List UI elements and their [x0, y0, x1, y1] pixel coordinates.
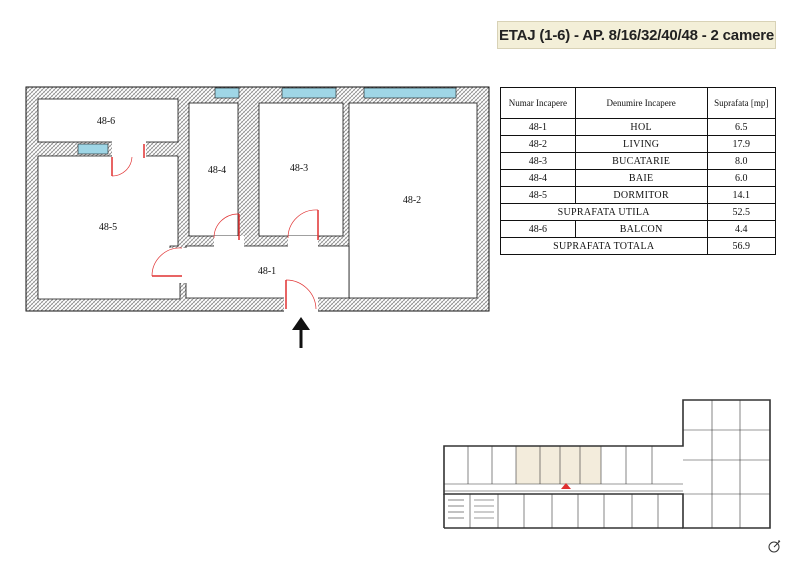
- room-48-4-area: [188, 102, 239, 237]
- room-label-48-6: 48-6: [97, 116, 115, 127]
- header-area: Suprafata [mp]: [706, 87, 776, 119]
- cell-area: 4.4: [706, 220, 776, 238]
- room-label-48-1: 48-1: [258, 266, 276, 277]
- cell-name: BUCATARIE: [574, 152, 708, 170]
- room-48-2-area: [348, 102, 478, 299]
- header-name: Denumire Incapere: [574, 87, 708, 119]
- room-48-6-area: [37, 98, 179, 143]
- cell-number: 48-6: [500, 220, 576, 238]
- cell-number: 48-2: [500, 135, 576, 153]
- usable-area-value: 52.5: [706, 203, 776, 221]
- cell-area: 6.0: [706, 169, 776, 187]
- balcony-row: 48-6 BALCON 4.4: [500, 220, 776, 238]
- table-row: 48-4 BAIE 6.0: [500, 169, 776, 187]
- cell-name: BAIE: [574, 169, 708, 187]
- compass-icon: [768, 540, 781, 553]
- header-number: Numar Incapere: [500, 87, 576, 119]
- table-row: 48-5 DORMITOR 14.1: [500, 186, 776, 204]
- room-label-48-5: 48-5: [99, 222, 117, 233]
- cell-area: 14.1: [706, 186, 776, 204]
- table-header-row: Numar Incapere Denumire Incapere Suprafa…: [500, 87, 776, 119]
- building-key-plan: [443, 399, 771, 529]
- apartment-highlight: [516, 446, 601, 484]
- usable-area-label: SUPRAFATA UTILA: [500, 203, 708, 221]
- entrance-arrow-icon: [292, 317, 310, 348]
- cell-number: 48-3: [500, 152, 576, 170]
- room-label-48-2: 48-2: [403, 195, 421, 206]
- cell-number: 48-5: [500, 186, 576, 204]
- cell-name: LIVING: [574, 135, 708, 153]
- total-area-row: SUPRAFATA TOTALA 56.9: [500, 237, 776, 255]
- windows: [77, 87, 457, 155]
- cell-area: 8.0: [706, 152, 776, 170]
- cell-name: BALCON: [574, 220, 708, 238]
- total-area-value: 56.9: [706, 237, 776, 255]
- table-row: 48-2 LIVING 17.9: [500, 135, 776, 153]
- doors: [111, 144, 319, 310]
- room-area-table: Numar Incapere Denumire Incapere Suprafa…: [500, 87, 776, 255]
- cell-name: HOL: [574, 118, 708, 136]
- cell-area: 6.5: [706, 118, 776, 136]
- apartment-walls: [25, 86, 490, 312]
- cell-name: DORMITOR: [574, 186, 708, 204]
- room-label-48-4: 48-4: [208, 165, 226, 176]
- cell-number: 48-1: [500, 118, 576, 136]
- usable-area-row: SUPRAFATA UTILA 52.5: [500, 203, 776, 221]
- room-label-48-3: 48-3: [290, 163, 308, 174]
- cell-area: 17.9: [706, 135, 776, 153]
- cell-number: 48-4: [500, 169, 576, 187]
- location-marker-icon: [561, 483, 571, 489]
- page-title: ETAJ (1-6) - AP. 8/16/32/40/48 - 2 camer…: [497, 21, 776, 49]
- table-row: 48-3 BUCATARIE 8.0: [500, 152, 776, 170]
- room-labels: 48-6 48-5 48-4 48-3 48-2 48-1: [97, 116, 421, 277]
- total-area-label: SUPRAFATA TOTALA: [500, 237, 708, 255]
- table-row: 48-1 HOL 6.5: [500, 118, 776, 136]
